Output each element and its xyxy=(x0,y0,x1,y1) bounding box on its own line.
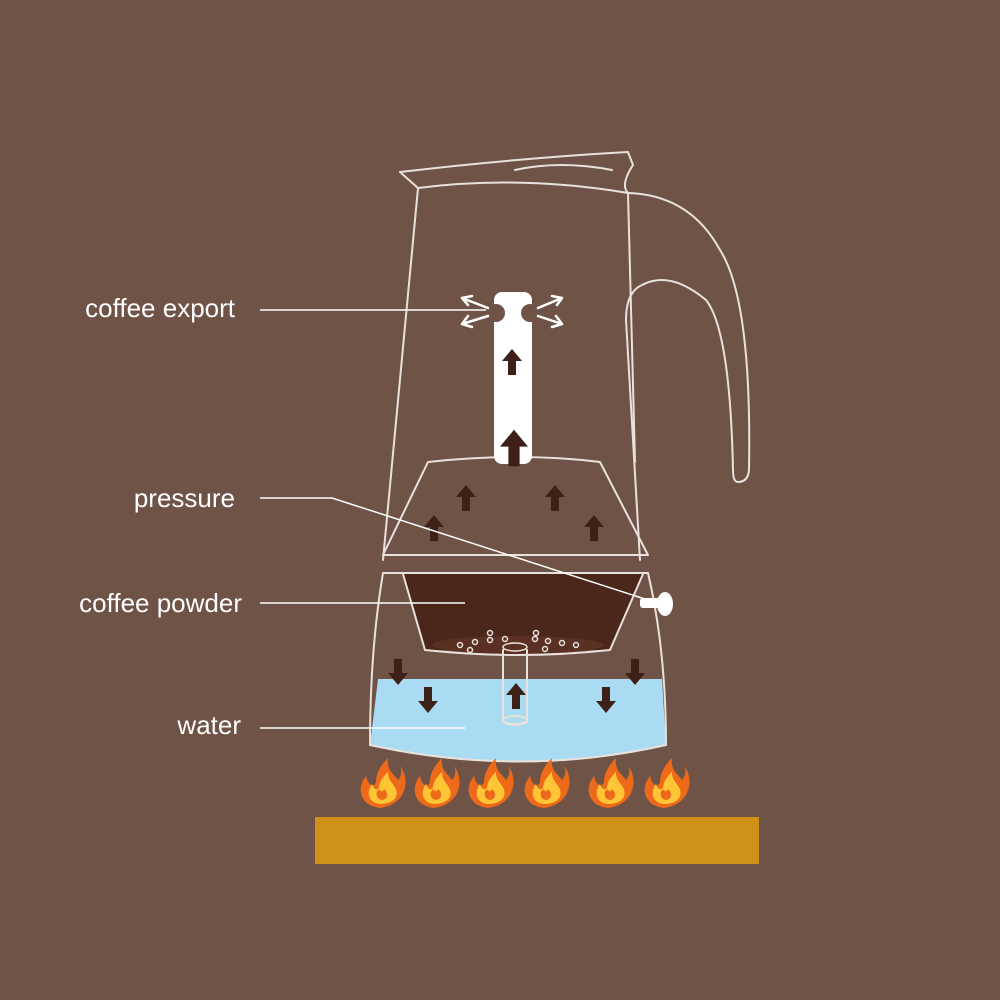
leader-lines xyxy=(260,309,649,729)
water-fill xyxy=(370,679,666,762)
stove-plate xyxy=(315,817,759,864)
label-coffee-powder: coffee powder xyxy=(79,588,242,618)
label-pressure: pressure xyxy=(133,483,235,513)
filter-holes xyxy=(456,629,580,654)
coffee-powder-fill xyxy=(403,574,643,650)
central-spout xyxy=(494,292,532,464)
pot-outline xyxy=(369,151,751,763)
outflow-arrows xyxy=(460,294,564,329)
burner-flames xyxy=(360,758,690,808)
leader-pressure xyxy=(260,497,649,601)
label-coffee-export: coffee export xyxy=(85,293,235,323)
safety-valve-icon xyxy=(640,592,673,616)
label-water: water xyxy=(177,710,241,740)
